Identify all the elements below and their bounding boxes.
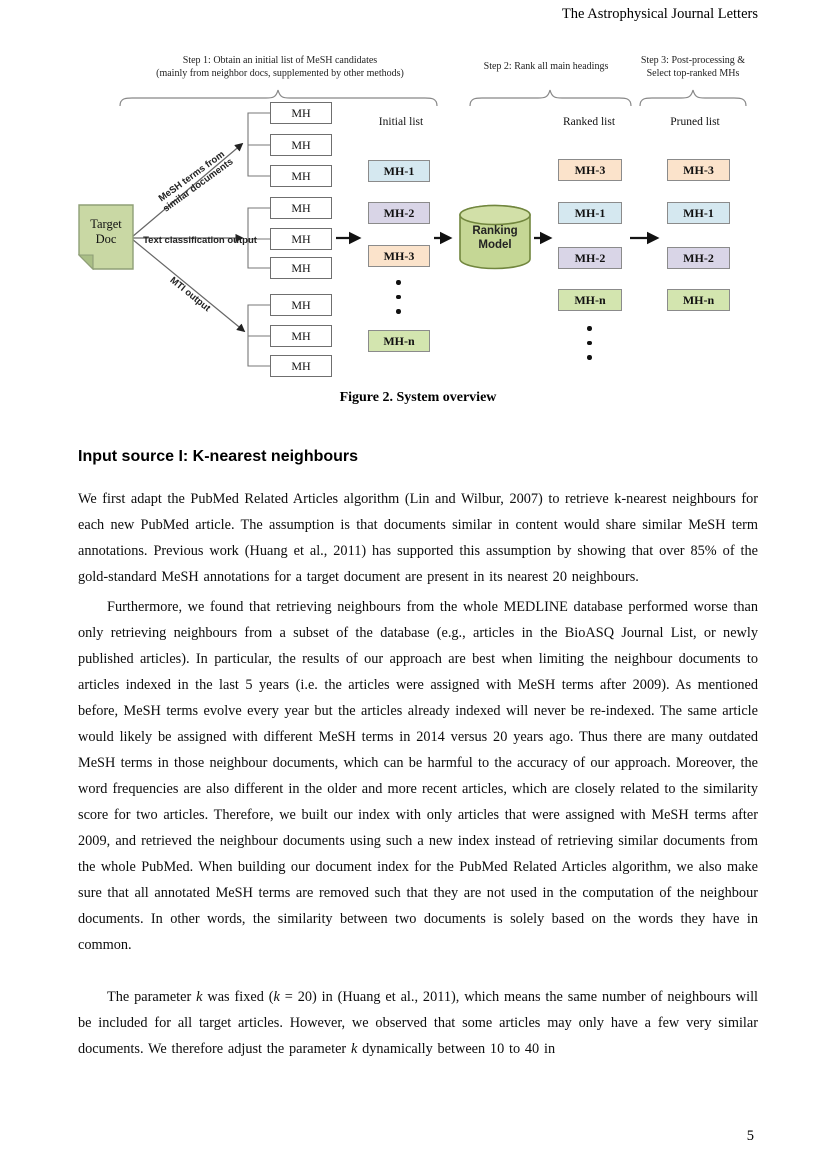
brace-step3 bbox=[639, 89, 747, 107]
ranking-model-cylinder bbox=[458, 204, 532, 275]
step1-line2: (mainly from neighbor docs, supplemented… bbox=[156, 68, 404, 79]
mh-box: MH bbox=[270, 134, 332, 156]
brace-step2 bbox=[469, 89, 632, 107]
initial-item-mh-n: MH-n bbox=[368, 330, 430, 352]
ranking-model-line1: Ranking bbox=[472, 225, 518, 237]
figure-diagram: Step 1: Obtain an initial list of MeSH c… bbox=[70, 52, 770, 387]
step1-line1: Step 1: Obtain an initial list of MeSH c… bbox=[182, 55, 378, 66]
step2-label: Step 2: Rank all main headings bbox=[483, 61, 609, 72]
step1-label: Step 1: Obtain an initial list of MeSH c… bbox=[100, 54, 460, 80]
mh-box: MH bbox=[270, 294, 332, 316]
pruned-list-title: Pruned list bbox=[670, 116, 720, 128]
ranked-item-mh-2: MH-2 bbox=[558, 247, 622, 269]
ellipsis-dot bbox=[396, 294, 401, 299]
ellipsis-dot bbox=[587, 326, 592, 331]
ranking-model-line2: Model bbox=[478, 239, 512, 251]
initial-list-title: Initial list bbox=[378, 116, 424, 128]
page-number: 5 bbox=[746, 1128, 754, 1144]
ranked-vertical-ellipsis bbox=[587, 326, 592, 360]
mh-box: MH bbox=[270, 325, 332, 347]
ranked-item-mh-n: MH-n bbox=[558, 289, 622, 311]
text-classification-label: Text classification output bbox=[143, 235, 257, 246]
mh-group2-bracket bbox=[247, 207, 270, 269]
figure-caption: Figure 2. System overview bbox=[339, 390, 497, 405]
ellipsis-dot bbox=[587, 340, 592, 345]
target-doc-shape bbox=[77, 204, 134, 275]
target-doc-label: Target Doc bbox=[78, 217, 134, 247]
pruned-item-mh-3: MH-3 bbox=[667, 159, 730, 181]
pruned-item-mh-1: MH-1 bbox=[667, 202, 730, 224]
ranked-item-mh-1: MH-1 bbox=[558, 202, 622, 224]
mh-box: MH bbox=[270, 197, 332, 219]
initial-item-mh-2: MH-2 bbox=[368, 202, 430, 224]
brace-step1 bbox=[119, 89, 438, 107]
step3-label: Step 3: Post-processing & Select top-ran… bbox=[618, 54, 768, 80]
mh-group1-bracket bbox=[247, 112, 270, 177]
ellipsis-dot bbox=[396, 309, 401, 314]
ellipsis-dot bbox=[396, 280, 401, 285]
mti-source-arrow bbox=[131, 238, 246, 333]
paragraph: The parameter k was fixed (k = 20) in (H… bbox=[78, 989, 759, 1057]
pruned-item-mh-2: MH-2 bbox=[667, 247, 730, 269]
step3-line1: Step 3: Post-processing & bbox=[640, 55, 746, 66]
ellipsis-dot bbox=[587, 355, 592, 360]
mh-box: MH bbox=[270, 102, 332, 124]
mh-box: MH bbox=[270, 257, 332, 279]
target-doc-line2: Doc bbox=[95, 232, 117, 246]
mh-box: MH bbox=[270, 355, 332, 377]
journal-header: The Astrophysical Journal Letters bbox=[561, 6, 758, 22]
initial-vertical-ellipsis bbox=[396, 280, 401, 314]
step3-line2: Select top-ranked MHs bbox=[646, 68, 740, 79]
diagram-connector-layer bbox=[119, 89, 747, 367]
ranked-item-mh-3: MH-3 bbox=[558, 159, 622, 181]
paragraph: We first adapt the PubMed Related Articl… bbox=[78, 491, 758, 585]
paragraph: Furthermore, we found that retrieving ne… bbox=[78, 599, 758, 953]
body-text: We first adapt the PubMed Related Articl… bbox=[78, 486, 758, 1066]
ranking-model-label: Ranking Model bbox=[458, 224, 532, 252]
mh-box: MH bbox=[270, 228, 332, 250]
mh-box: MH bbox=[270, 165, 332, 187]
initial-item-mh-1: MH-1 bbox=[368, 160, 430, 182]
section-heading: Input source I: K-nearest neighbours bbox=[78, 448, 359, 465]
mh-group3-bracket bbox=[247, 304, 270, 367]
target-doc-line1: Target bbox=[90, 217, 122, 231]
initial-item-mh-3: MH-3 bbox=[368, 245, 430, 267]
knn-source-arrow bbox=[131, 142, 244, 238]
ranked-list-title: Ranked list bbox=[562, 116, 616, 128]
pruned-item-mh-n: MH-n bbox=[667, 289, 730, 311]
